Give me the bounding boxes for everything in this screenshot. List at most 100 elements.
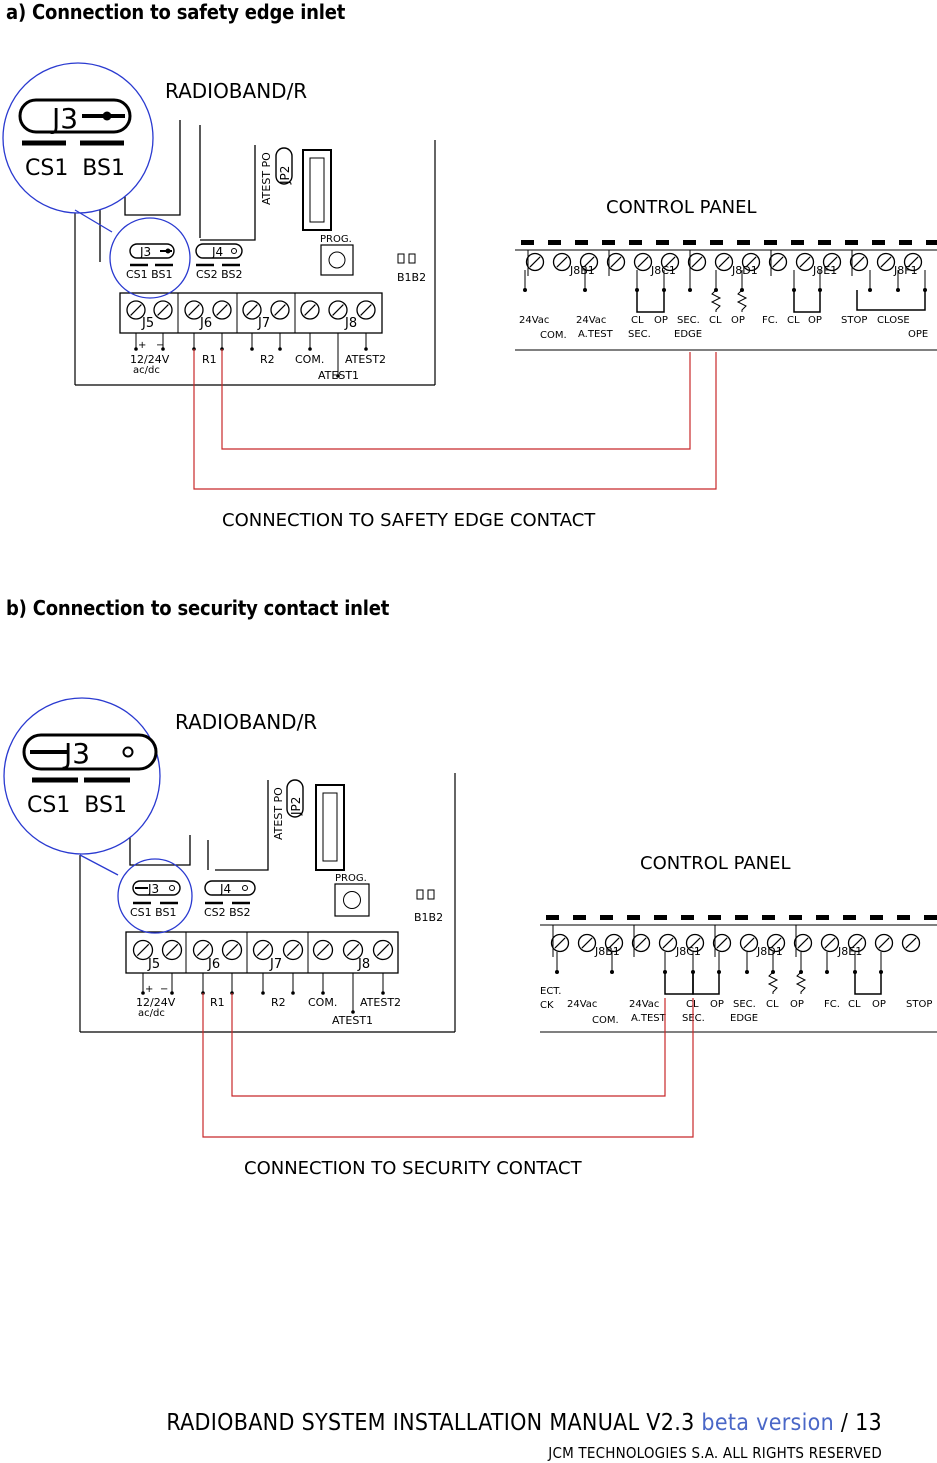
atest-label: ATEST PO xyxy=(272,787,285,840)
footer-copyright: JCM TECHNOLOGIES S.A. ALL RIGHTS RESERVE… xyxy=(548,1444,882,1462)
safety-edge-diagram: RADIOBAND/R ATEST PO JP2 PROG. B1B2 J3 C… xyxy=(2,62,937,531)
zoom-jumper-j3: J3 CS1 BS1 xyxy=(22,733,158,818)
panel-terminal-label: CK xyxy=(540,1000,554,1011)
board-label: RADIOBAND/R xyxy=(175,710,317,734)
panel-terminal-label: EDGE xyxy=(730,1013,758,1024)
b2-led xyxy=(427,889,435,900)
svg-text:J3: J3 xyxy=(50,102,78,135)
terminal-j8: J8 xyxy=(344,316,357,331)
b1-led xyxy=(416,889,424,900)
jp2-jumper xyxy=(275,147,293,185)
footer-title: RADIOBAND SYSTEM INSTALLATION MANUAL V2.… xyxy=(166,1410,882,1436)
panel-block-label: J8F1 xyxy=(893,264,918,277)
panel-terminal-label: A.TEST xyxy=(578,329,614,340)
panel-block-label: J8D1 xyxy=(756,945,783,958)
panel-terminal-label: CL xyxy=(631,315,644,326)
panel-terminal-label: OPE xyxy=(908,329,928,340)
svg-text:CS2 BS2: CS2 BS2 xyxy=(204,906,251,919)
svg-text:CS1 BS1: CS1 BS1 xyxy=(25,156,125,181)
terminal-j6: J6 xyxy=(207,957,220,972)
panel-block-label: J8E1 xyxy=(812,264,837,277)
panel-terminal-label: FC. xyxy=(824,999,840,1010)
panel-terminal-label: SEC. xyxy=(733,999,756,1010)
panel-terminal-label: STOP xyxy=(841,315,867,326)
panel-terminal-label: ECT. xyxy=(540,986,561,997)
panel-terminal-label: 24Vac xyxy=(629,999,659,1010)
jumper-j3: J3 CS1 BS1 xyxy=(126,243,175,281)
power-label: 12/24V xyxy=(130,353,170,366)
panel-terminal-label: CL xyxy=(787,315,800,326)
svg-text:J4: J4 xyxy=(211,245,223,259)
terminal-leads xyxy=(135,333,367,376)
panel-terminal-label: OP xyxy=(731,315,745,326)
panel-terminal-label: CL xyxy=(709,315,722,326)
panel-terminal-label: OP xyxy=(872,999,886,1010)
svg-text:+: + xyxy=(145,984,153,995)
panel-terminal-label: COM. xyxy=(540,330,567,341)
jumper-j4: J4 CS2 BS2 xyxy=(195,243,243,281)
zoom-jumper-j3: J3 CS1 BS1 xyxy=(18,98,132,181)
section-a-title: a) Connection to safety edge inlet xyxy=(6,0,346,24)
antenna-wires xyxy=(129,780,269,871)
b1-led xyxy=(397,253,405,264)
panel-block-label: J8B1 xyxy=(569,264,595,277)
connection-wires xyxy=(193,349,717,490)
prog-label: PROG. xyxy=(320,234,352,245)
panel-terminal-label: A.TEST xyxy=(631,1013,667,1024)
svg-text:−: − xyxy=(160,984,168,995)
atest-label: ATEST PO xyxy=(260,152,273,205)
control-panel-label: CONTROL PANEL xyxy=(606,197,757,218)
b1b2-label: B1B2 xyxy=(397,271,426,284)
terminal-leads xyxy=(142,973,384,1012)
b2-led xyxy=(408,253,416,264)
svg-text:+: + xyxy=(138,340,146,351)
r2-label: R2 xyxy=(260,353,275,366)
board-label: RADIOBAND/R xyxy=(165,79,307,103)
panel-terminal-label: COM. xyxy=(592,1015,619,1026)
jp2-jumper xyxy=(286,779,304,818)
caption: CONNECTION TO SAFETY EDGE CONTACT xyxy=(222,510,596,531)
panel-terminal-label: FC. xyxy=(762,315,778,326)
panel-terminal-label: 24Vac xyxy=(519,315,549,326)
svg-text:CS1 BS1: CS1 BS1 xyxy=(126,268,173,281)
panel-terminal-label: 24Vac xyxy=(576,315,606,326)
jumper-j3: J3 CS1 BS1 xyxy=(130,880,181,919)
panel-terminal-label: OP xyxy=(654,315,668,326)
atest2-label: ATEST2 xyxy=(360,996,401,1009)
jumper-highlight-circle xyxy=(117,858,193,934)
terminal-j5: J5 xyxy=(141,316,154,331)
security-contact-diagram: RADIOBAND/R ATEST PO JP2 PROG. B1B2 J3 C… xyxy=(3,697,937,1179)
panel-terminal-label: 24Vac xyxy=(567,999,597,1010)
terminal-j7: J7 xyxy=(257,316,270,331)
panel-terminal-label: OP xyxy=(808,315,822,326)
panel-terminal-label: STOP xyxy=(906,999,932,1010)
control-panel-label: CONTROL PANEL xyxy=(640,853,791,874)
panel-terminal-label: SEC. xyxy=(628,329,651,340)
terminal-j8: J8 xyxy=(357,957,370,972)
b1b2-label: B1B2 xyxy=(414,911,443,924)
svg-text:J4: J4 xyxy=(219,882,231,896)
panel-block-label: J8C1 xyxy=(650,264,676,277)
terminal-block: J5 J6 J7 J8 xyxy=(119,292,383,334)
footer-manual-name: RADIOBAND SYSTEM INSTALLATION MANUAL V2.… xyxy=(166,1410,695,1436)
com-label: COM. xyxy=(308,996,337,1009)
connection-wires xyxy=(202,993,694,1138)
svg-text:CS2 BS2: CS2 BS2 xyxy=(196,268,243,281)
power-label: 12/24V xyxy=(136,996,176,1009)
radioband-board xyxy=(79,773,456,1033)
relay-component xyxy=(302,149,332,231)
r1-label: R1 xyxy=(210,996,225,1009)
prog-button xyxy=(334,883,370,917)
footer-beta-label: beta version xyxy=(701,1410,835,1436)
svg-text:J3: J3 xyxy=(62,737,90,770)
caption: CONNECTION TO SECURITY CONTACT xyxy=(244,1158,583,1179)
panel-terminal-label: CL xyxy=(848,999,861,1010)
panel-block-label: J8B1 xyxy=(594,945,620,958)
r2-label: R2 xyxy=(271,996,286,1009)
panel-block-label: J8E1 xyxy=(837,945,862,958)
panel-terminal-label: CLOSE xyxy=(877,315,910,326)
com-label: COM. xyxy=(295,353,324,366)
power-sub-label: ac/dc xyxy=(138,1008,165,1019)
